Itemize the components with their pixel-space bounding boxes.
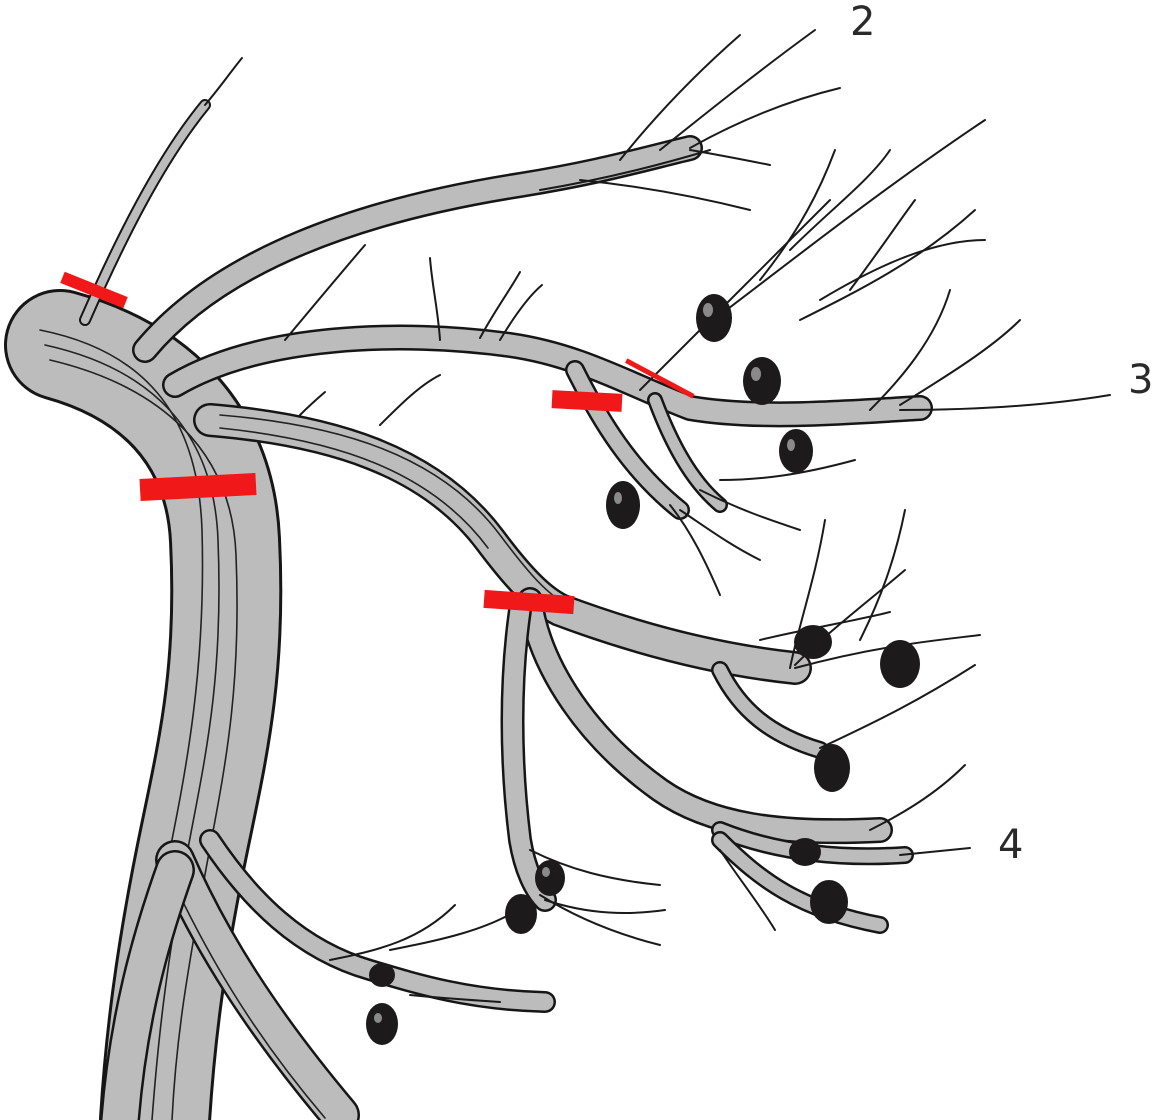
label-branch-2: 2	[850, 0, 875, 45]
olive	[779, 429, 813, 473]
label-branch-4: 4	[998, 822, 1023, 868]
olive	[814, 744, 850, 792]
olive	[880, 640, 920, 688]
pruning-cut-branch-3	[552, 390, 623, 412]
olive	[535, 860, 565, 896]
olive	[743, 357, 781, 405]
olive	[794, 625, 832, 659]
olive	[789, 838, 821, 866]
olive	[810, 880, 848, 924]
olive	[505, 894, 537, 934]
olive	[369, 963, 395, 987]
olive	[366, 1003, 398, 1045]
label-branch-3: 3	[1128, 357, 1153, 403]
olive	[606, 481, 640, 529]
olive	[696, 294, 732, 342]
